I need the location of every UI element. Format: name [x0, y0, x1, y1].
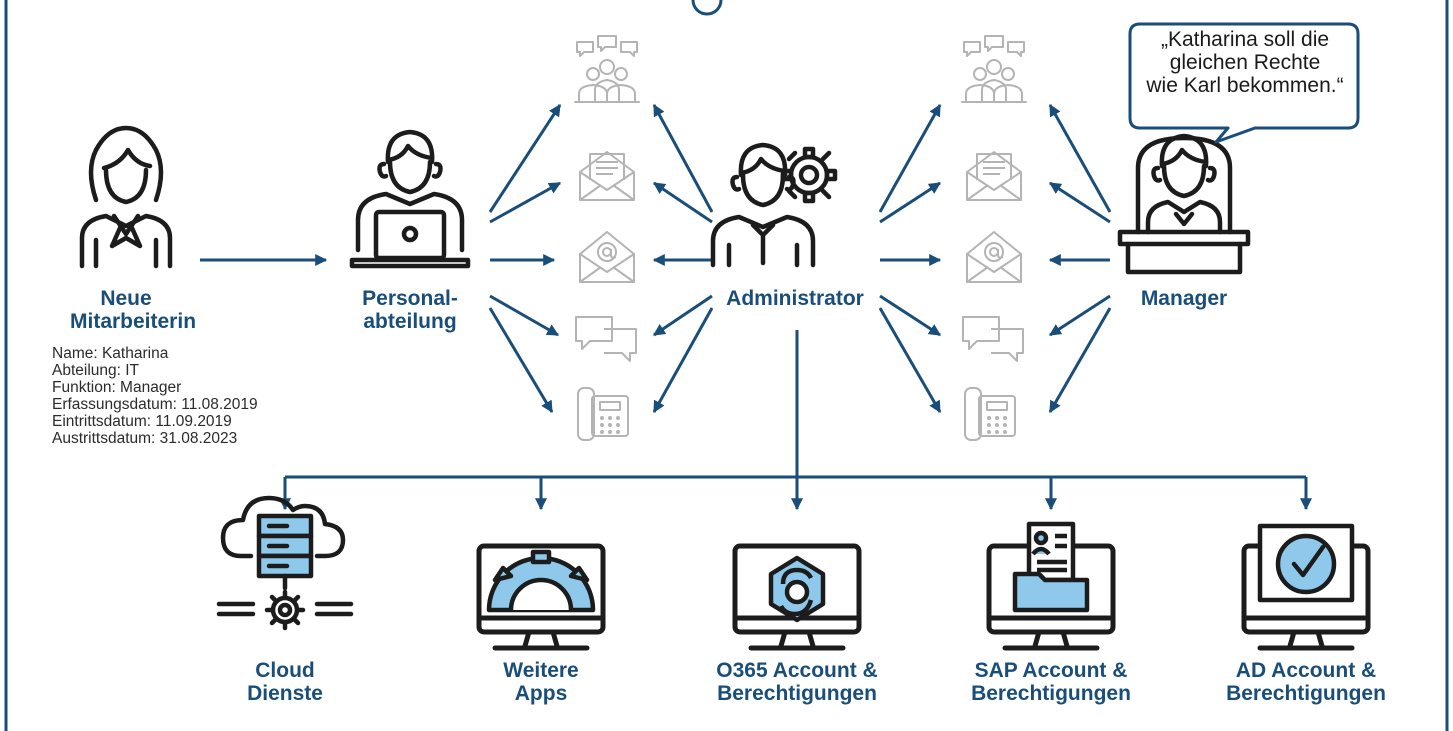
system-label-line1: O365 Account & — [716, 659, 878, 682]
detail-department: Abteilung: IT — [52, 362, 140, 379]
arrows — [200, 103, 1112, 414]
system-label-sap: SAP Account & Berechtigungen — [941, 659, 1161, 705]
system-label-line1: SAP Account & — [974, 659, 1128, 682]
detail-exit-date: Austrittsdatum: 31.08.2023 — [52, 430, 238, 447]
gear-icon — [780, 146, 838, 204]
admin-title: Administrator — [726, 287, 864, 310]
letter-icon — [579, 151, 635, 201]
meeting-icon — [574, 35, 640, 103]
channel-column-right — [961, 35, 1027, 441]
arrow-manager-meeting — [1048, 103, 1112, 213]
channel-column-left — [574, 35, 640, 441]
arrow-manager-chat — [1048, 294, 1111, 337]
app-gear-icon — [479, 546, 603, 648]
office365-icon — [735, 546, 859, 648]
system-label-line2: Apps — [514, 682, 568, 705]
hr-title-line1: Personal- — [362, 287, 458, 310]
speech-line1: „Katharina soll die — [1160, 28, 1330, 51]
arrow-admin-letter-right — [879, 181, 942, 224]
employee-icon — [79, 125, 173, 269]
speech-line3: wie Karl bekommen.“ — [1146, 74, 1344, 97]
arrow-admin-phone — [652, 307, 714, 414]
sap-folder-icon — [989, 521, 1113, 648]
arrow-hr-phone — [488, 307, 554, 414]
arrow-admin-chat-right — [879, 294, 942, 337]
system-label-o365: O365 Account & Berechtigungen — [687, 659, 907, 705]
system-label-line2: Berechtigungen — [717, 682, 877, 705]
distribution-tree — [279, 330, 1312, 511]
arrow-admin-letter — [653, 181, 713, 224]
manager-icon — [1117, 136, 1251, 275]
arrow-manager-letter — [1048, 181, 1111, 224]
hr-title: Personal- abteilung — [350, 287, 470, 333]
arrow-admin-meeting-right — [878, 103, 942, 213]
employee-details: Name: Katharina Abteilung: IT Funktion: … — [52, 345, 258, 447]
system-label-line1: AD Account & — [1235, 659, 1377, 682]
detail-name: Name: Katharina — [52, 345, 169, 362]
arrow-admin-meeting — [652, 103, 714, 213]
system-label-apps: Weitere Apps — [451, 659, 631, 705]
arrow-hr-chat — [489, 294, 560, 337]
ad-check-icon — [1244, 523, 1368, 648]
speech-line2: gleichen Rechte — [1169, 51, 1321, 74]
top-decoration — [691, 0, 723, 16]
manager-title: Manager — [1140, 287, 1228, 310]
cloud-server-icon — [216, 495, 354, 631]
hr-title-line2: abteilung — [363, 310, 457, 333]
phone-icon — [577, 387, 629, 441]
system-label-ad: AD Account & Berechtigungen — [1196, 659, 1416, 705]
arrow-hr-meeting — [488, 103, 562, 213]
email-icon — [966, 231, 1022, 283]
detail-function: Funktion: Manager — [52, 379, 182, 396]
chat-icon — [575, 316, 637, 362]
speech-text: „Katharina soll die gleichen Rechte wie … — [1145, 28, 1345, 97]
arrow-hr-letter — [489, 181, 562, 224]
arrow-admin-phone-right — [878, 307, 942, 414]
system-label-line1: Cloud — [255, 659, 315, 682]
system-label-cloud: Cloud Dienste — [195, 659, 375, 705]
employee-title-line2: Mitarbeiterin — [70, 310, 197, 333]
system-label-line2: Dienste — [247, 682, 323, 705]
detail-entry-date: Eintrittsdatum: 11.09.2019 — [52, 413, 232, 430]
system-label-line2: Berechtigungen — [971, 682, 1131, 705]
system-label-line1: Weitere — [503, 659, 579, 682]
frame-border — [4, 0, 1449, 731]
chat-icon — [962, 316, 1024, 362]
arrow-manager-phone — [1048, 307, 1112, 414]
arrow-admin-chat — [653, 294, 713, 337]
meeting-icon — [961, 35, 1027, 103]
system-label-line2: Berechtigungen — [1226, 682, 1386, 705]
phone-icon — [964, 387, 1016, 441]
letter-icon — [966, 151, 1022, 201]
admin-icon — [710, 145, 838, 268]
hr-icon — [349, 132, 471, 269]
detail-capture-date: Erfassungsdatum: 11.08.2019 — [52, 396, 258, 413]
employee-title-line1: Neue — [100, 287, 152, 310]
email-icon — [579, 231, 635, 283]
speech-bubble — [1128, 22, 1360, 144]
employee-title: Neue Mitarbeiterin — [70, 287, 197, 333]
